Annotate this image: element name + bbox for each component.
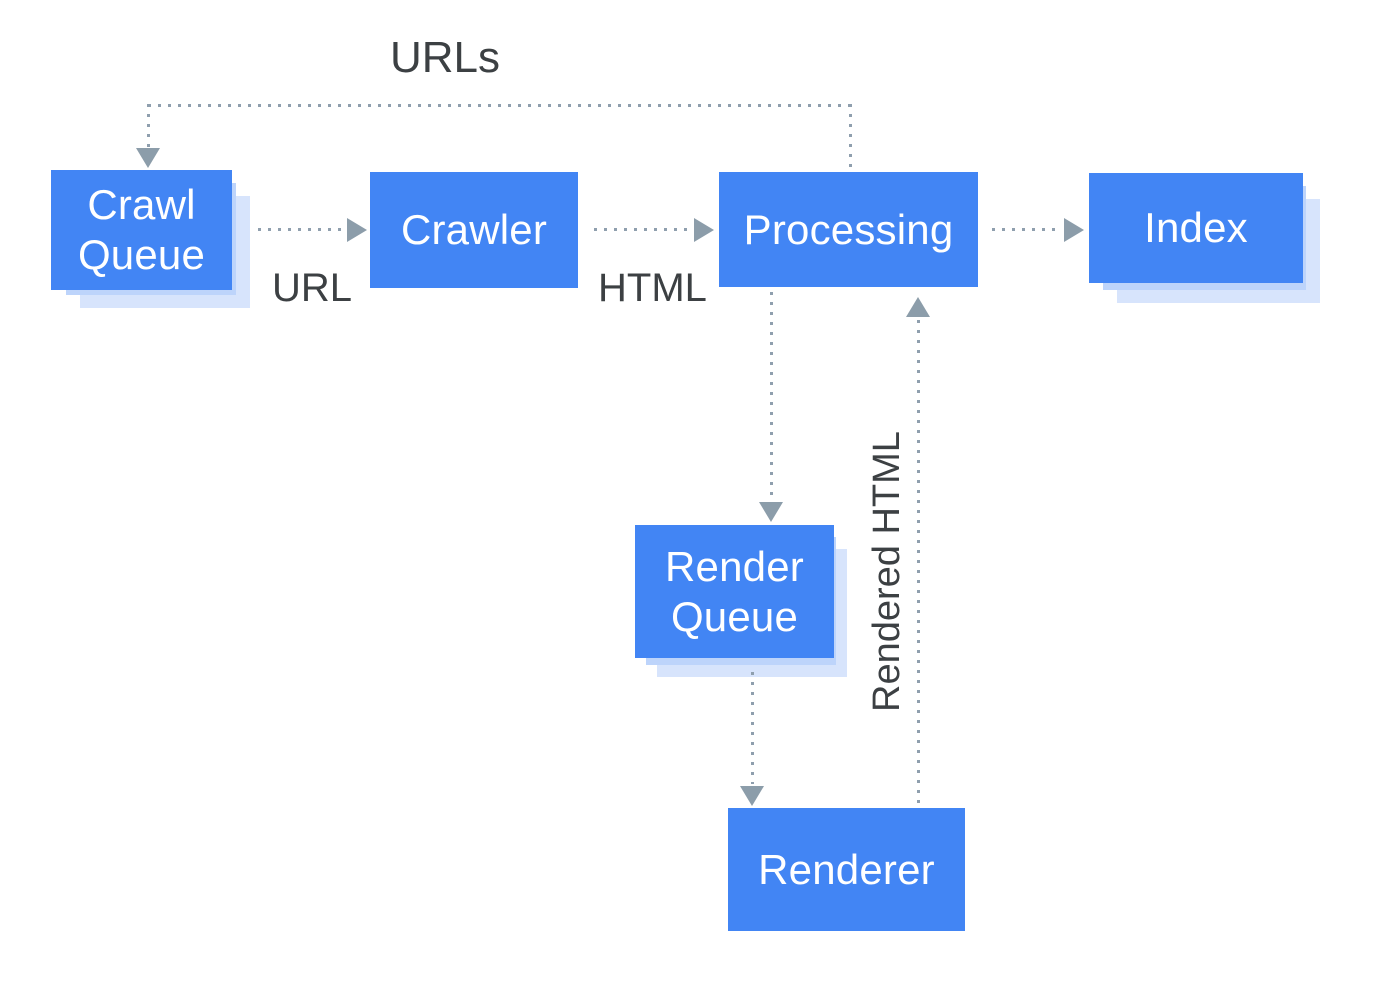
edge-label-url: URL <box>272 266 353 310</box>
node-crawl-queue[interactable]: Crawl Queue <box>51 170 232 290</box>
node-crawl-queue-label: Crawl Queue <box>77 181 206 278</box>
edge-rendered-html-arrowhead-icon <box>906 297 930 317</box>
node-processing-label: Processing <box>743 205 954 253</box>
edge-url-arrowhead-icon <box>347 218 367 242</box>
edge-label-rendered-html: Rendered HTML <box>866 431 908 712</box>
edge-render-queue-renderer-arrowhead-icon <box>740 786 764 806</box>
node-renderer-label: Renderer <box>758 845 935 893</box>
edge-label-html: HTML <box>598 266 707 310</box>
node-crawler[interactable]: Crawler <box>370 172 578 288</box>
node-index-label: Index <box>1144 204 1248 252</box>
edge-label-urls: URLs <box>390 33 501 82</box>
node-crawler-label: Crawler <box>400 206 548 254</box>
edge-processing-render-queue-line <box>770 292 773 500</box>
edge-urls-right-segment <box>849 104 852 174</box>
edge-rendered-html-line <box>917 320 920 810</box>
edge-processing-index-arrowhead-icon <box>1064 218 1084 242</box>
edge-html-arrowhead-icon <box>694 218 714 242</box>
node-renderer[interactable]: Renderer <box>728 808 965 931</box>
node-render-queue[interactable]: Render Queue <box>635 525 834 658</box>
node-processing[interactable]: Processing <box>719 172 978 287</box>
edge-urls-left-segment <box>147 104 150 150</box>
edge-processing-render-queue-arrowhead-icon <box>759 502 783 522</box>
edge-urls-top-segment <box>148 104 852 107</box>
edge-url-line <box>258 228 344 231</box>
node-render-queue-label: Render Queue <box>665 542 804 640</box>
edge-processing-index-line <box>992 228 1062 231</box>
node-index[interactable]: Index <box>1089 173 1303 283</box>
edge-urls-arrowhead-icon <box>136 148 160 168</box>
edge-render-queue-renderer-line <box>751 672 754 784</box>
edge-html-line <box>594 228 690 231</box>
